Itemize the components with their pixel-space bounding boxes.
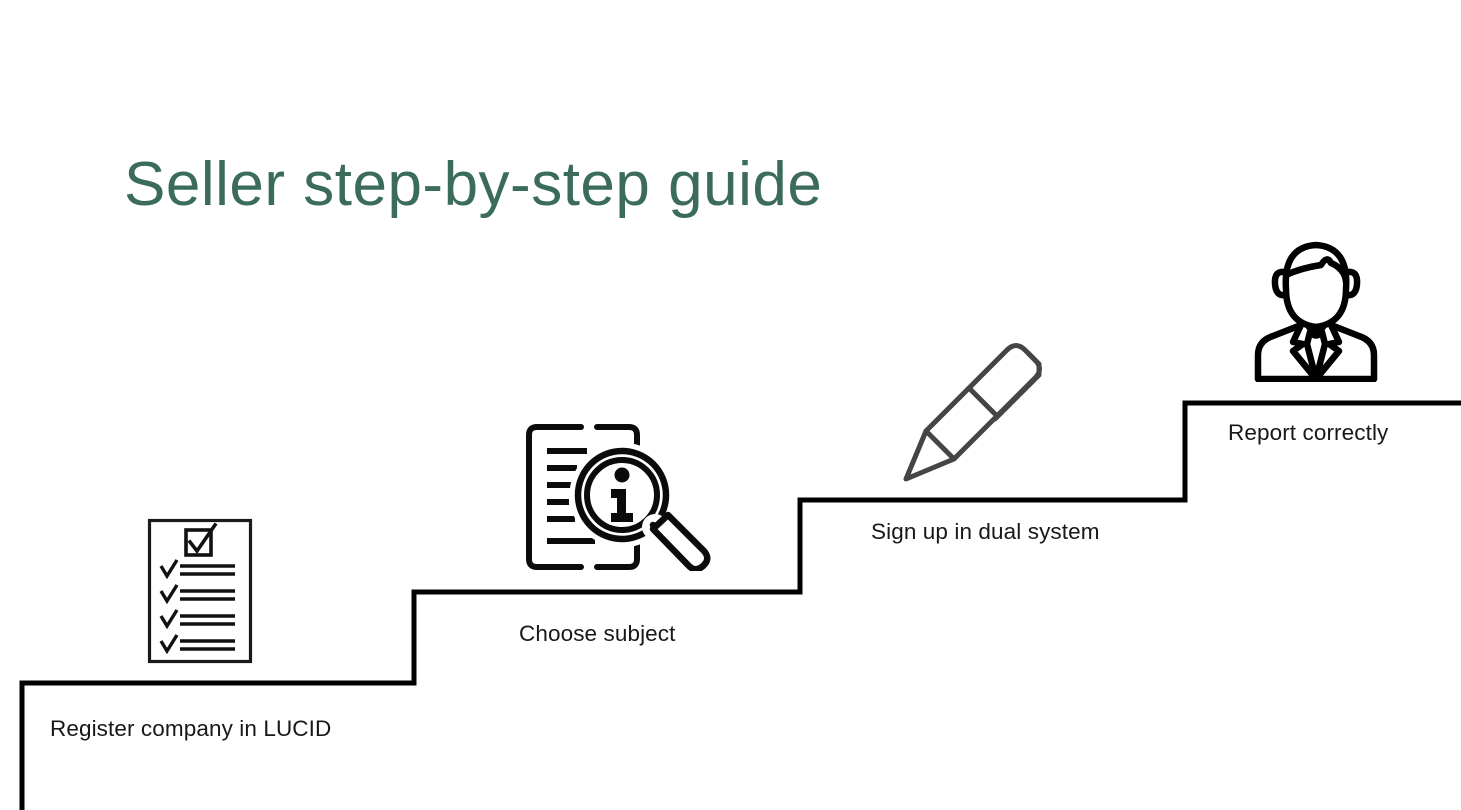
step-label-report-correctly: Report correctly (1228, 420, 1389, 445)
page-title: Seller step-by-step guide (124, 150, 823, 219)
step-label-register-company: Register company in LUCID (50, 716, 332, 741)
businessman-icon (1253, 227, 1379, 383)
step-label-sign-up-dual-system: Sign up in dual system (871, 519, 1100, 544)
checklist-icon (147, 518, 253, 664)
staircase-path (19, 400, 1461, 810)
pen-icon (898, 335, 1054, 487)
document-search-info-icon (525, 423, 715, 576)
step-label-choose-subject: Choose subject (519, 621, 676, 646)
